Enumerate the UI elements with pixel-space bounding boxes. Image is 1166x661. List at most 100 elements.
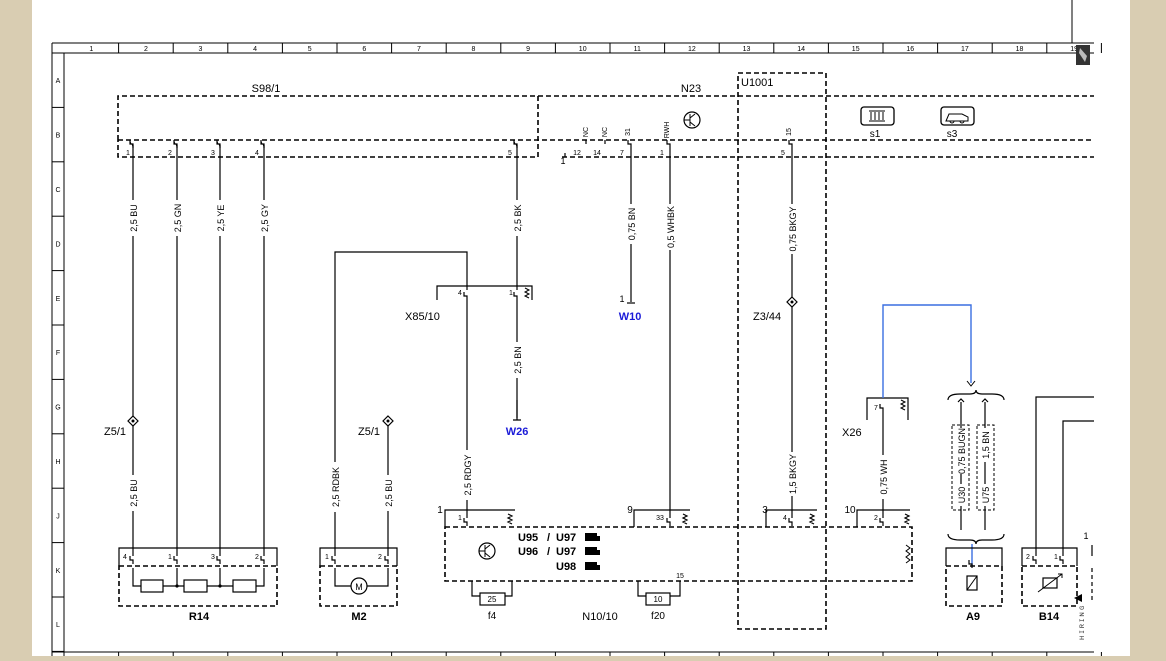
column-label: 15 xyxy=(852,46,860,53)
wire-label-w10: 2,5 BU xyxy=(129,479,139,507)
row-label: D xyxy=(55,241,60,248)
x26-label: X26 xyxy=(842,427,862,439)
u1001-label: U1001 xyxy=(741,77,773,89)
x85-connector xyxy=(436,285,533,300)
wire-label-w16: 0,75 BUGN xyxy=(957,428,967,474)
w10-label: W10 xyxy=(619,311,642,323)
column-label: 12 xyxy=(688,46,696,53)
z5b-label: Z5/1 xyxy=(358,426,380,438)
wire-label-w12: 2,5 BU xyxy=(384,479,394,507)
ref-slash-2: / xyxy=(547,546,550,558)
wire-label-w17: 1,5 BN xyxy=(981,431,991,459)
column-label: 4 xyxy=(253,46,257,53)
wire-label-w15: 0,75 WH xyxy=(879,459,889,494)
column-label: 6 xyxy=(362,46,366,53)
x26-pin-7: 7 xyxy=(874,405,878,412)
f20-fuse xyxy=(645,592,671,606)
z5a-label: Z5/1 xyxy=(104,426,126,438)
n23-num-7: 7 xyxy=(620,150,624,157)
n23-pin-31: 31 xyxy=(625,128,632,136)
column-label: 13 xyxy=(743,46,751,53)
s98-pin-ticks xyxy=(129,140,518,148)
s98-pin-3: 3 xyxy=(211,150,215,157)
n10-label: N10/10 xyxy=(582,611,617,623)
u75-ref: U75 xyxy=(981,487,991,504)
n23-label: N23 xyxy=(681,83,701,95)
hand-pointer-icon-3 xyxy=(585,562,600,570)
column-label: 10 xyxy=(579,46,587,53)
wire-label-w1: 2,5 BU xyxy=(129,204,139,232)
resistor-3 xyxy=(232,579,257,593)
column-label: 11 xyxy=(634,46,641,53)
wire-label-w4: 2,5 GY xyxy=(260,204,270,232)
s98-module-box xyxy=(117,95,539,158)
ref-u97a: U97 xyxy=(556,532,576,544)
n10-group-3: 3 xyxy=(762,505,768,516)
motor-icon xyxy=(350,577,368,595)
arrow-marker-icon xyxy=(1074,594,1082,602)
wire-label-w9: 2,5 BN xyxy=(513,346,523,374)
wire-label-w6: 0,75 BN xyxy=(627,208,637,241)
n23-num-12: 12 xyxy=(573,150,581,157)
s98-pin-2: 2 xyxy=(168,150,172,157)
row-label: J xyxy=(56,513,60,520)
hand-pointer-icon-2 xyxy=(585,547,600,555)
s1-switch-icon xyxy=(860,106,895,126)
s3-label: s3 xyxy=(947,129,958,140)
row-label: E xyxy=(56,296,61,303)
r14-pin-3: 3 xyxy=(211,554,215,561)
f4-fuse xyxy=(479,592,506,606)
n10-pin-2: 2 xyxy=(874,515,878,522)
s1-label: s1 xyxy=(870,129,881,140)
column-label: 1 xyxy=(89,46,93,53)
x85-pin-1: 1 xyxy=(509,290,513,297)
n10-pin-1: 1 xyxy=(458,515,462,522)
b14-box xyxy=(1021,565,1078,607)
wire-label-w14: 1,5 BKGY xyxy=(788,454,798,494)
w10-pin: 1 xyxy=(619,294,624,304)
n23-left-pin: 1 xyxy=(560,156,565,166)
wire-label-w13: 2,5 RDGY xyxy=(463,454,473,495)
u30-dashed-box xyxy=(951,424,970,511)
f20-value: 10 xyxy=(654,595,663,604)
a9-label: A9 xyxy=(966,611,980,623)
b14-pin-2: 2 xyxy=(1026,554,1030,561)
x85-pin-4: 4 xyxy=(458,290,462,297)
r14-pin-1: 1 xyxy=(168,554,172,561)
n23-pin-nc1: NC xyxy=(583,127,590,137)
f4-label: f4 xyxy=(488,611,497,622)
column-label: 7 xyxy=(417,46,421,53)
heater-grid-icon xyxy=(869,110,885,122)
ref-slash-1: / xyxy=(547,532,550,544)
b14-pin-1: 1 xyxy=(1054,554,1058,561)
ref-u97b: U97 xyxy=(556,546,576,558)
wire-label-w5: 2,5 BK xyxy=(513,204,523,231)
paper-sheet xyxy=(32,0,1130,656)
resistor-2 xyxy=(183,579,208,593)
b14-sensor-icon xyxy=(1042,577,1058,589)
column-label: 19 xyxy=(1070,46,1078,53)
f20-pin-15: 15 xyxy=(676,573,684,580)
w26-label: W26 xyxy=(506,426,529,438)
column-label: 18 xyxy=(1016,46,1024,53)
wire-label-w2: 2,5 GN xyxy=(173,204,183,233)
n10-group-1: 1 xyxy=(437,505,443,516)
blue-wire xyxy=(882,304,972,398)
vertical-note: ʜ ɪ ʀ ɪ ɴ ɢ xyxy=(1077,606,1086,640)
s98-pin-5: 5 xyxy=(508,150,512,157)
n23-num-14: 14 xyxy=(593,150,601,157)
m2-pin-1: 1 xyxy=(325,554,329,561)
svg-text:M: M xyxy=(355,582,363,592)
column-label: 17 xyxy=(961,46,969,53)
row-label: K xyxy=(56,568,61,575)
column-label: 14 xyxy=(797,46,805,53)
u30-ref: U30 xyxy=(957,487,967,504)
column-label: 9 xyxy=(526,46,530,53)
n10-pin-4: 4 xyxy=(783,515,787,522)
s98-pin-1: 1 xyxy=(126,150,130,157)
ref-u98: U98 xyxy=(556,561,576,573)
resistor-1 xyxy=(140,579,164,593)
s3-switch-icon xyxy=(940,106,975,126)
